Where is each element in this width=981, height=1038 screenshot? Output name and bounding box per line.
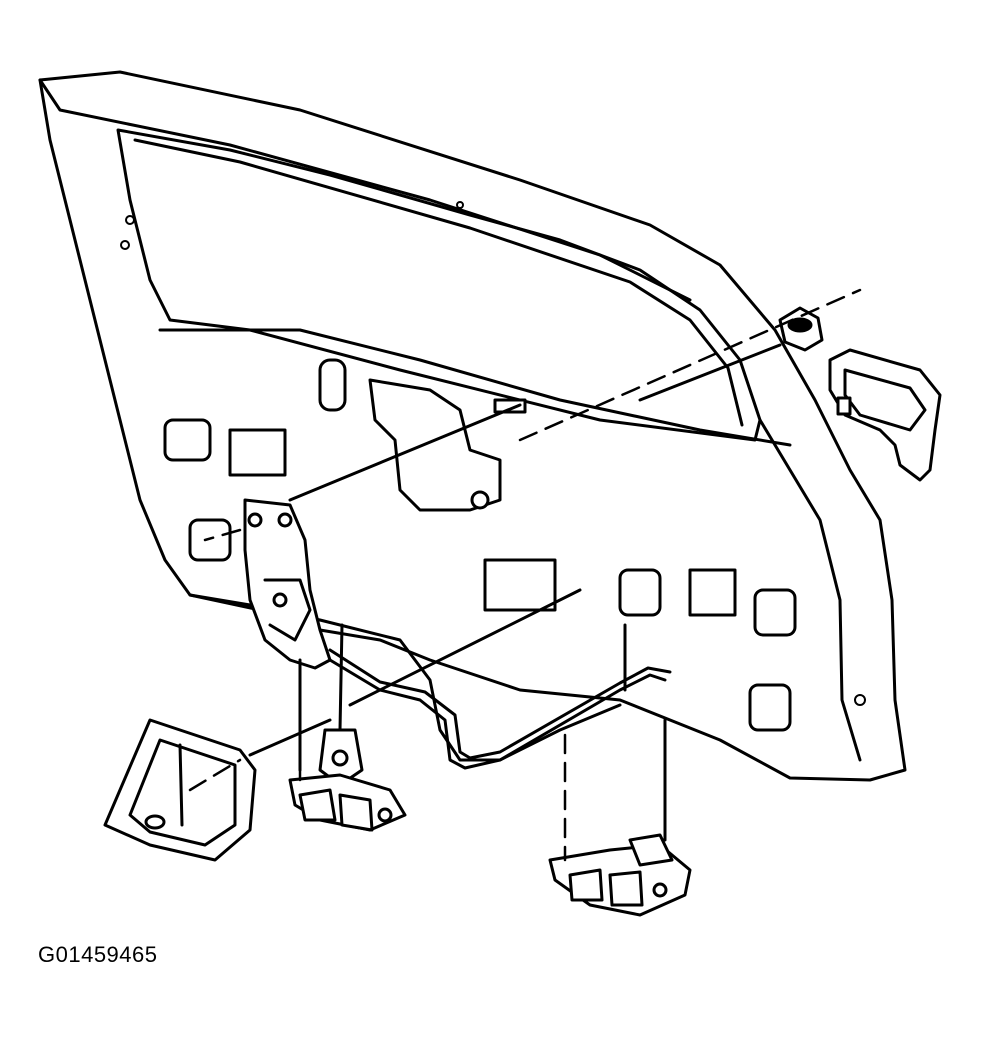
left-lower-latch-hole	[377, 807, 393, 823]
glass-opening-inner	[133, 138, 744, 427]
left-latch-pivot	[277, 512, 293, 528]
mount-hole	[120, 240, 130, 250]
left-actuator-rod	[338, 623, 344, 732]
right-lower-latch-clevis	[628, 833, 674, 867]
leader-line	[638, 343, 782, 402]
left-rod-assembly	[298, 623, 364, 787]
access-hole	[748, 683, 792, 732]
leader-line-dashed	[188, 758, 242, 792]
left-lower-latch-block	[298, 788, 337, 822]
access-hole	[688, 568, 737, 617]
left-lower-striker	[288, 773, 407, 832]
left-latch-assembly	[243, 498, 332, 670]
leader-lines	[188, 288, 862, 862]
left-latch-pivot	[247, 512, 263, 528]
left-lower-latch-block	[338, 793, 374, 832]
latch-bracket-inner	[843, 368, 927, 432]
access-hole	[753, 588, 797, 637]
right-lower-latch-hole	[652, 882, 668, 898]
figure-code: G01459465	[38, 942, 158, 967]
access-hole	[318, 358, 347, 412]
right-lower-latch-block	[608, 870, 644, 907]
access-hole	[483, 558, 557, 612]
right-rod-assembly	[328, 623, 672, 842]
handle-bezel-inner	[128, 738, 237, 847]
access-hole	[163, 418, 212, 462]
mount-hole	[854, 694, 866, 706]
center-latch-slot	[493, 398, 527, 414]
left-latch-body	[243, 498, 332, 670]
right-pillar	[758, 418, 862, 762]
handle-bezel-hole	[144, 814, 166, 830]
upper-right-parts	[778, 306, 942, 482]
center-latch-pivot	[470, 490, 490, 510]
long-actuator-rod	[328, 648, 672, 760]
latch-bracket-tab	[836, 396, 852, 416]
left-latch-detail	[263, 578, 312, 642]
left-rod-clevis-hole	[331, 749, 349, 767]
grommet-center	[787, 317, 813, 333]
liftgate-top-flange	[38, 78, 692, 302]
access-hole	[228, 428, 287, 477]
inner-crossmember	[158, 328, 792, 447]
leader-line	[248, 718, 332, 757]
leader-line	[288, 403, 522, 502]
leader-line-dashed	[518, 288, 862, 442]
right-lower-latch-block	[568, 868, 604, 902]
access-hole	[188, 518, 232, 562]
leader-line-dashed	[203, 528, 242, 542]
mount-hole	[456, 201, 464, 209]
leader-line	[348, 588, 582, 707]
handle-bezel-slot	[178, 743, 184, 827]
mount-hole	[125, 215, 135, 225]
left-latch-pivot	[272, 592, 288, 608]
access-hole	[618, 568, 662, 617]
handle-bezel	[103, 718, 257, 862]
long-actuator-rod	[328, 658, 667, 770]
right-lower-striker	[548, 833, 692, 917]
